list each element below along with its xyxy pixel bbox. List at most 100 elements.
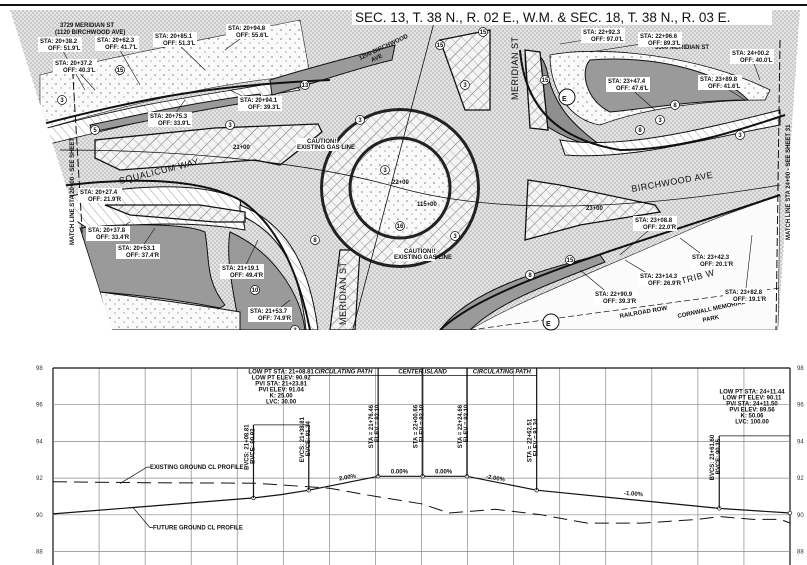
station-label-sta: STA: 20+37.2 (55, 61, 93, 67)
station-label-bg (638, 272, 682, 287)
point-label-station: STA = 22+00.66 (414, 404, 420, 448)
station-label-bg (95, 36, 139, 51)
station-label-offset: OFF: 19.1'R (733, 297, 767, 303)
station-label-offset: OFF: 41.6'L (708, 84, 741, 90)
callout-number: 8 (528, 273, 532, 279)
callout-bubble: 15 (115, 65, 125, 75)
station-21-00: 21+00 (233, 145, 251, 151)
callout-bubble: 15 (435, 40, 445, 50)
section-marker-circle (558, 88, 576, 106)
callout-number: 3 (453, 234, 457, 240)
curb-nw (19, 79, 331, 131)
y-tick-label-right: 96 (797, 403, 804, 409)
station-label-sta: STA: 20+62.3 (97, 38, 135, 44)
station-label-sta: STA: 21+19.1 (222, 266, 260, 272)
point-label-elevation: BVCE: 90.92 (250, 428, 256, 464)
vertical-curve-data: LVC: 30.00 (266, 400, 297, 406)
point-label-station: BVCS: 21+08.81 (244, 424, 250, 470)
grade-label: 2.00% (339, 473, 357, 482)
match-line-right (775, 39, 781, 330)
station-label-offset: OFF: 39.3'R (603, 299, 637, 305)
station-label-offset: OFF: 39.3'L (248, 105, 281, 111)
grade-label: -1.00% (624, 491, 644, 498)
splitter-island-west-south (104, 204, 246, 223)
station-label-bg (690, 253, 734, 268)
callout-bubble: 5 (90, 125, 100, 135)
point-label-elevation: ELEV = 91.34 (534, 418, 540, 456)
callout-circle (225, 120, 235, 130)
caution-box-north (296, 138, 338, 151)
station-label-sta: STA: 22+96.6 (640, 34, 678, 40)
vertical-curve-data: LVC: 100.00 (735, 420, 769, 426)
vertical-curve-data: LOW PT STA: 21+08.81 (248, 370, 314, 376)
station-label-bg (86, 226, 130, 241)
point-label-elevation: ELEV = 92.10 (420, 404, 426, 442)
station-label-sta: STA: 23+42.3 (692, 255, 730, 261)
profile-series (52, 474, 793, 524)
callout-number: 16 (397, 224, 404, 230)
station-label-sta: STA: 23+14.3 (640, 274, 678, 280)
section-marker-north[interactable]: E (558, 88, 576, 106)
profile-grid (52, 367, 791, 565)
callout-bubble: 15 (540, 75, 550, 85)
station-label-sta: STA: 20+75.3 (150, 114, 188, 120)
station-label-offset: OFF: 47.6'L (616, 86, 649, 92)
sheet-title-block: SEC. 13, T. 38 N., R. 02 E., W.M. & SEC.… (352, 9, 772, 25)
callout-bubble: 10 (250, 285, 260, 295)
caution-north-1: CAUTION!! (307, 139, 338, 145)
callout-circle (635, 125, 645, 135)
vertical-curve-data: LOW PT ELEV: 90.11 (723, 396, 782, 402)
callout-bubble: 15 (478, 27, 488, 37)
sheet-title-background (352, 9, 772, 25)
callout-number: 3 (228, 123, 232, 129)
callout-circle (90, 125, 100, 135)
callout-circle (310, 235, 320, 245)
vertical-curve-data: LOW PT STA: 24+11.44 (719, 390, 785, 396)
station-label-sta: STA: 21+53.7 (250, 309, 288, 315)
callout-circle (540, 75, 550, 85)
station-22-00: 22+00 (392, 180, 410, 186)
station-label-offset: OFF: 55.6'L (236, 33, 269, 39)
callout-number: 3 (463, 83, 467, 89)
y-tick-label-left: 90 (36, 513, 43, 519)
planter-ne (584, 58, 750, 113)
section-marker-south[interactable]: E (542, 313, 560, 331)
splitter-island-north-west (439, 29, 491, 111)
station-label-sta: STA: 23+47.4 (608, 79, 646, 85)
profile-point-marker (787, 510, 793, 516)
callout-bubble: 3 (460, 80, 470, 90)
match-line-left-label: MATCH LINE STA 20+00 - SEE SHEET (70, 138, 76, 245)
callout-number: 15 (567, 258, 574, 264)
curb-sw (29, 179, 311, 330)
station-label-offset: OFF: 33.9'L (158, 121, 191, 127)
station-label-sta: STA: 20+94.8 (228, 26, 266, 32)
callout-number: 15 (117, 68, 124, 74)
station-label-offset: OFF: 20.1'R (700, 262, 734, 268)
future-ground-label: FUTURE GROUND CL PROFILE (153, 526, 243, 532)
splitter-island-west-north (94, 123, 323, 171)
caution-south-2: EXISTING GAS LINE (394, 255, 452, 261)
y-tick-label-left: 88 (36, 550, 43, 556)
callout-number: 3 (60, 98, 64, 104)
grade-label: 0.00% (435, 470, 453, 476)
station-label-bg (581, 28, 625, 43)
meridian-alignment (349, 10, 441, 330)
sidewalk-sw-curve (239, 204, 319, 330)
station-label-offset: OFF: 26.9'R (648, 281, 682, 287)
existing-ground-leader (119, 466, 150, 484)
segment-label: CIRCULATING PATH (473, 369, 532, 375)
station-115-00: 115+00 (417, 202, 438, 208)
address-1120-birchwood: (1120 BIRCHWOOD AVE) (55, 30, 125, 36)
y-tick-label-left: 98 (36, 366, 43, 372)
station-label-offset: OFF: 37.4'R (126, 253, 160, 259)
caution-box-south (393, 248, 435, 261)
callout-circle (735, 130, 745, 140)
point-label-station: BVCS: 23+61.60 (710, 434, 716, 480)
callout-circle (300, 80, 310, 90)
grade-label: 0.00% (391, 470, 409, 476)
